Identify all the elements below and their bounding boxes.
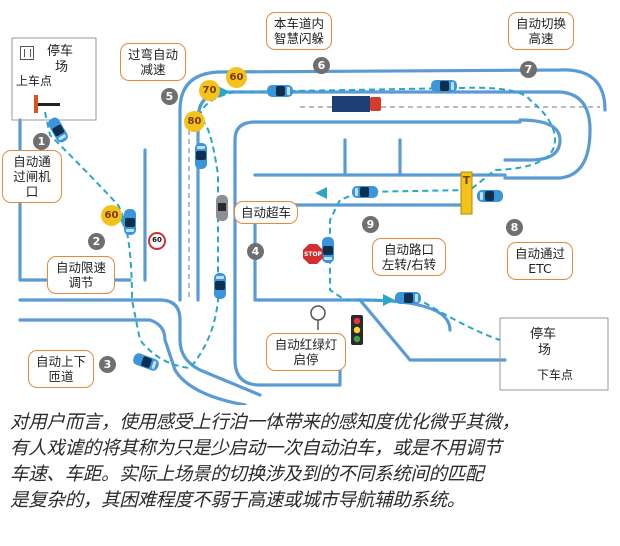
step-number-6: 6 [313,57,330,74]
ego-car-icon [124,209,136,235]
auto-route [44,86,557,370]
toll-gate-letter: T [462,174,471,187]
road-outer-top [178,68,607,302]
step-number-4: 4 [247,243,264,260]
road-sign-icon [310,305,326,330]
traffic-light-icon [351,315,363,345]
ego-car-icon [431,80,457,92]
callout-step-2: 自动限速调节 [47,256,115,294]
road-mid-top [233,120,522,142]
truck-icon [332,96,381,112]
parking-top-title: 停车 场 [47,44,74,75]
road-loop-right-inner [503,118,562,162]
caption-line: 车速、车距。实际上场景的切换涉及到的不同系统间的匹配 [10,464,484,485]
toll-gate-icon [460,171,473,215]
step-number-2: 2 [88,233,105,250]
callout-step-4: 自动超车 [234,201,298,224]
callout-step-9: 自动路口左转/右转 [372,238,446,276]
callout-traffic-light: 自动红绿灯启停 [266,333,346,371]
ego-car-icon [395,292,421,304]
caption-line: 对用户而言，使用感受上行泊一体带来的感知度优化微乎其微， [10,412,520,433]
speed-limit-sign-value: 60 [152,236,162,244]
stop-sign-text: STOP [304,251,322,258]
pickup-point-label: 上车点 [16,74,53,88]
step-number-5: 5 [161,88,178,105]
ego-car-icon [352,186,378,198]
ego-car-icon [214,273,226,299]
route-arrow [383,294,395,306]
caption-line: 是复杂的，其困难程度不弱于高速或城市导航辅助系统。 [10,490,466,511]
callout-step-1: 自动通过闸机口 [2,150,62,203]
parking-grid-icon [20,46,34,60]
road-loop-right-outer [503,90,592,180]
step-number-7: 7 [520,61,537,78]
caption-line: 有人戏谑的将其称为只是少启动一次自动泊车，或是不用调节 [10,438,502,459]
road-to-parking [358,298,507,362]
speed-badge: 60 [101,205,122,226]
ego-car-icon [322,237,334,263]
caption-text: 对用户而言，使用感受上行泊一体带来的感知度优化微乎其微， 有人戏谑的将其称为只是… [10,410,615,514]
callout-step-3: 自动上下匝道 [28,350,94,388]
callout-step-5: 过弯自动减速 [120,43,186,81]
ego-car-icon [477,190,503,202]
step-number-1: 1 [33,133,50,150]
speed-badge: 70 [199,80,220,101]
parking-bottom-title: 停车 场 [530,327,557,358]
callout-step-6: 本车道内智慧闪躲 [266,12,332,50]
road-ramp-bottom-2 [18,318,247,405]
barrier-gate-icon [34,95,60,113]
ego-car-icon [195,143,207,169]
speed-badge: 80 [184,111,205,132]
road-mid-left [233,138,342,387]
route-arrow [315,187,327,199]
ego-car-icon [267,85,293,97]
other-car-icon [216,195,228,221]
route-arrow [218,86,230,98]
speed-limit-sign-icon [148,232,166,250]
speed-badge: 60 [226,67,247,88]
step-number-9: 9 [362,216,379,233]
dropoff-point-label: 下车点 [537,368,574,382]
parking-lot-bottom-outline [499,317,609,391]
stop-sign-icon [303,244,323,264]
route-diagram [11,37,609,405]
step-number-8: 8 [506,219,523,236]
callout-step-7: 自动切换高速 [508,12,574,50]
step-number-3: 3 [99,356,116,373]
